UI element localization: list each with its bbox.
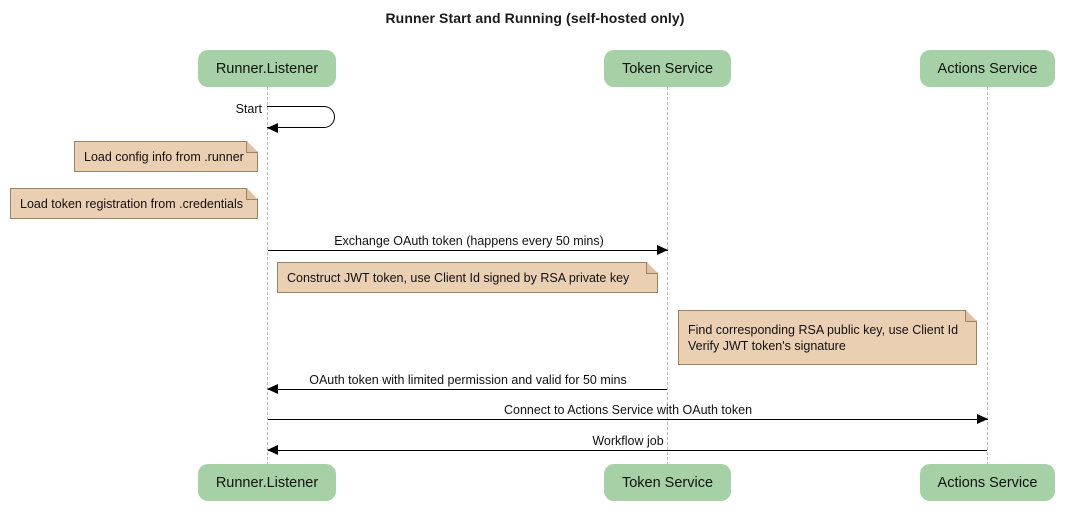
message-label-workflow-job: Workflow job [592, 434, 664, 448]
arrowhead-start [267, 123, 278, 133]
note-text: Load token registration from .credential… [20, 196, 244, 211]
diagram-title: Runner Start and Running (self-hosted on… [385, 10, 685, 26]
participant-runner-bottom[interactable]: Runner.Listener [198, 464, 336, 501]
message-selfloop-start [267, 106, 335, 128]
note-fold-background [247, 141, 258, 152]
note-load-config: Load config info from .runner [74, 141, 258, 172]
message-label-start: Start [235, 102, 262, 116]
message-line-workflow-job [268, 450, 987, 451]
note-fold-background [966, 310, 977, 321]
participant-label: Token Service [621, 60, 714, 77]
note-fold-background [247, 188, 258, 199]
participant-label: Actions Service [937, 474, 1038, 491]
arrowhead-connect-actions-service [977, 414, 988, 424]
lifeline-token [667, 87, 668, 465]
note-load-token-registration: Load token registration from .credential… [10, 188, 258, 219]
participant-actions-bottom[interactable]: Actions Service [920, 464, 1055, 501]
message-label-oauth-token-return: OAuth token with limited permission and … [309, 373, 627, 387]
participant-label: Actions Service [937, 60, 1038, 77]
message-line-oauth-token-return [268, 389, 667, 390]
participant-runner-top[interactable]: Runner.Listener [198, 50, 336, 87]
participant-token-bottom[interactable]: Token Service [604, 464, 731, 501]
note-fold-background [647, 262, 658, 273]
message-label-exchange-oauth-token: Exchange OAuth token (happens every 50 m… [334, 234, 604, 248]
note-text: Load config info from .runner [84, 149, 244, 164]
participant-label: Runner.Listener [215, 60, 319, 77]
lifeline-runner [267, 87, 268, 465]
note-construct-jwt-token: Construct JWT token, use Client Id signe… [277, 262, 658, 293]
lifeline-actions [987, 87, 988, 465]
message-label-connect-actions-service: Connect to Actions Service with OAuth to… [503, 403, 753, 417]
participant-actions-top[interactable]: Actions Service [920, 50, 1055, 87]
arrowhead-workflow-job [267, 445, 278, 455]
arrowhead-exchange-oauth-token [657, 245, 668, 255]
participant-label: Token Service [621, 474, 714, 491]
message-line-connect-actions-service [268, 419, 988, 420]
note-verify-jwt-signature: Find corresponding RSA public key, use C… [678, 310, 977, 365]
participant-token-top[interactable]: Token Service [604, 50, 731, 87]
note-text: Construct JWT token, use Client Id signe… [287, 270, 630, 285]
participant-label: Runner.Listener [215, 474, 319, 491]
note-text: Find corresponding RSA public key, use C… [688, 322, 959, 353]
message-line-exchange-oauth-token [268, 250, 668, 251]
arrowhead-oauth-token-return [267, 384, 278, 394]
